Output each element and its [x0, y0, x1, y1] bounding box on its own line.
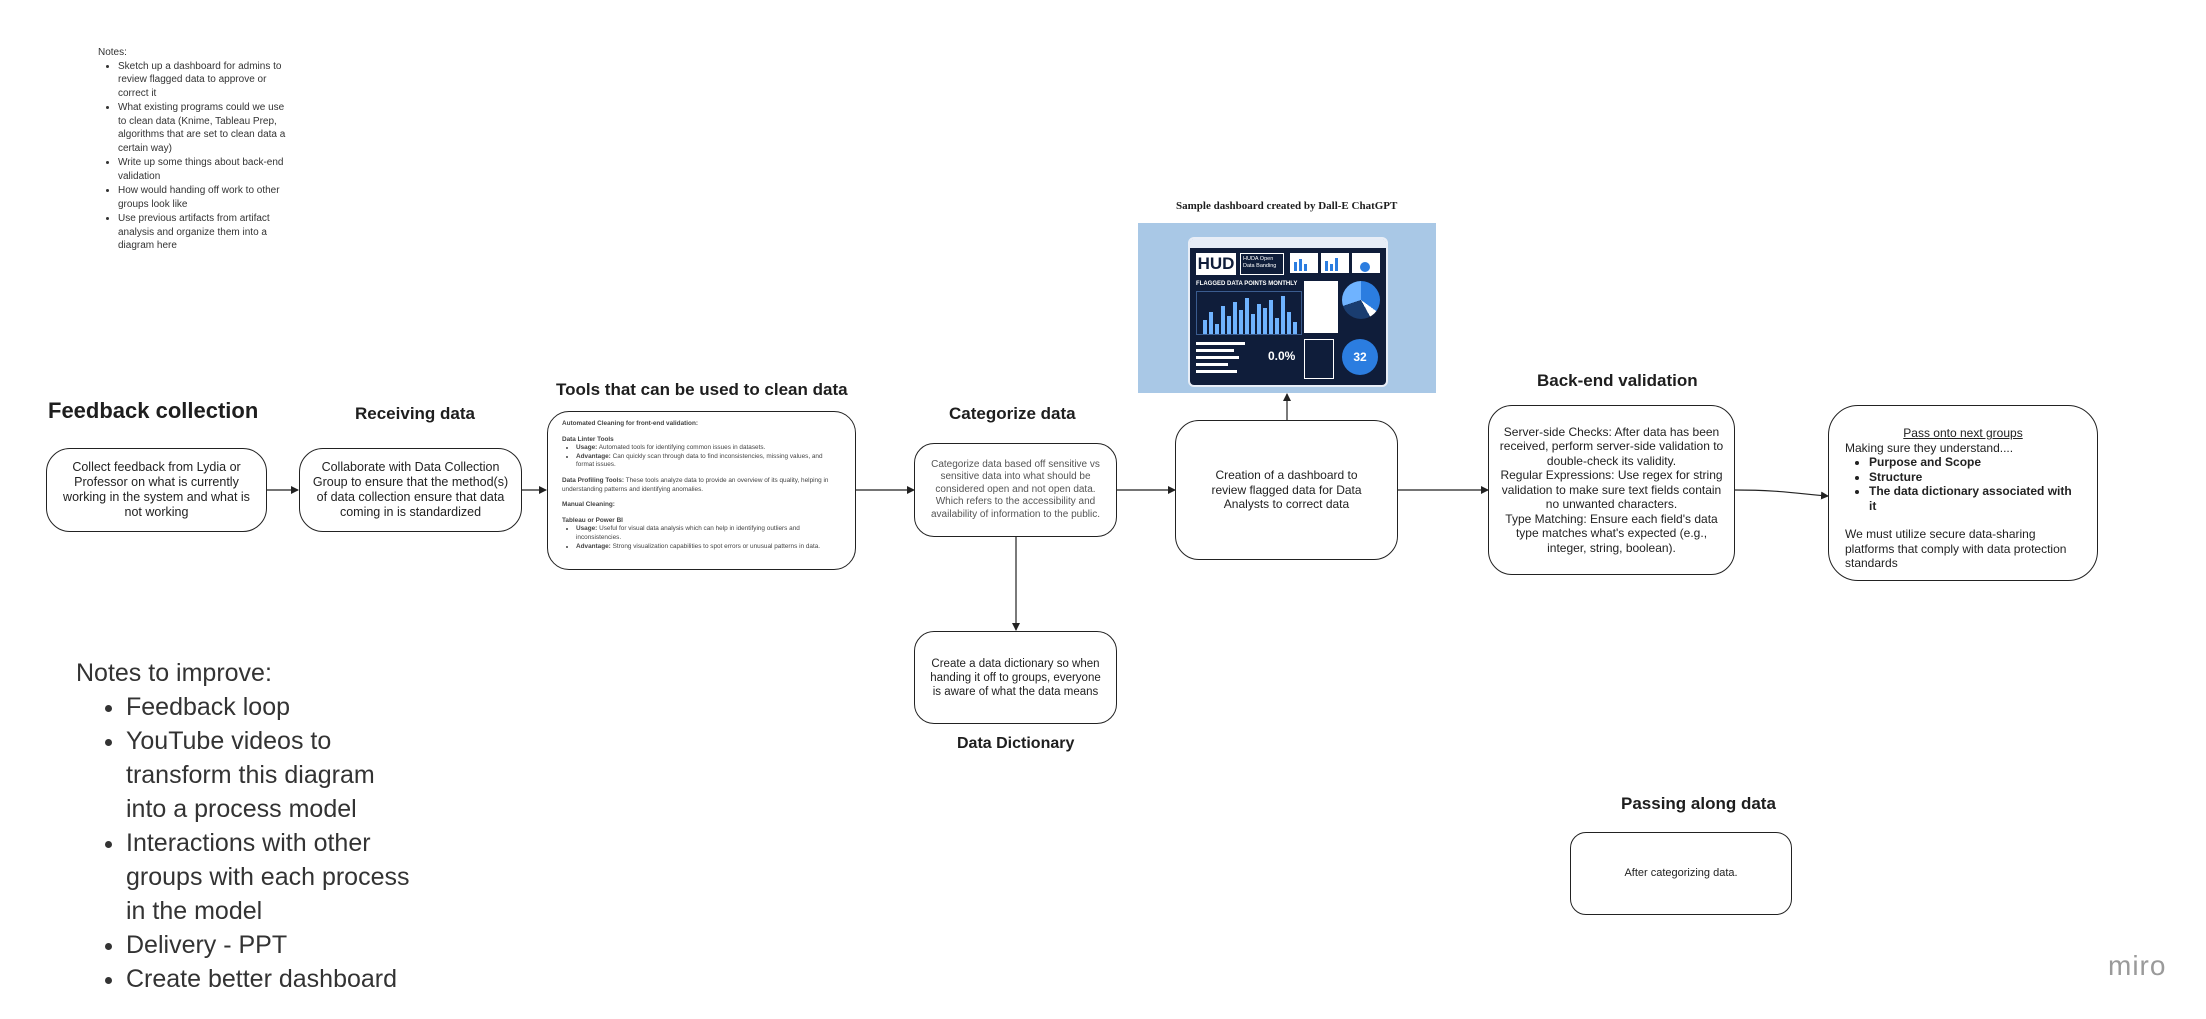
tools-intro: Automated Cleaning for front-end validat…: [562, 420, 698, 427]
dashboard-panel: HUD HUDA Open Data Banding FLAGGED DATA …: [1188, 237, 1388, 387]
receiving-title: Receiving data: [355, 404, 475, 423]
list-item: Sketch up a dashboard for admins to revi…: [118, 60, 288, 101]
feedback-text: Collect feedback from Lydia or Professor…: [63, 460, 250, 519]
tools-title: Tools that can be used to clean data: [556, 380, 848, 399]
dashboard-progress-bars: [1196, 338, 1250, 378]
pass-box[interactable]: Pass onto next groups Making sure they u…: [1828, 405, 2098, 581]
list-item: Usage: Useful for visual data analysis w…: [576, 525, 841, 542]
passing-title: Passing along data: [1621, 794, 1776, 813]
miro-logo: miro: [2108, 950, 2167, 981]
list-item: Create better dashboard: [126, 962, 476, 996]
backend-title: Back-end validation: [1537, 371, 1698, 390]
list-item: Advantage: Strong visualization capabili…: [576, 543, 841, 552]
pass-heading: Pass onto next groups: [1903, 426, 2023, 440]
list-item: The data dictionary associated with it: [1869, 484, 2081, 513]
list-item: Interactions with other groups with each…: [126, 826, 416, 928]
tools-content: Automated Cleaning for front-end validat…: [562, 420, 841, 551]
tools-tableau-list: Usage: Useful for visual data analysis w…: [562, 525, 841, 551]
list-item: Use previous artifacts from artifact ana…: [118, 212, 288, 253]
arrow-backend-to-pass: [1734, 489, 1829, 500]
pass-list: Purpose and Scope Structure The data dic…: [1845, 455, 2081, 513]
dictionary-box[interactable]: Create a data dictionary so when handing…: [914, 631, 1117, 724]
dashboard-pie: [1342, 281, 1380, 319]
list-item: Advantage: Can quickly scan through data…: [576, 453, 841, 470]
backend-box[interactable]: Server-side Checks: After data has been …: [1488, 405, 1735, 575]
tools-linter-head: Data Linter Tools: [562, 435, 614, 443]
tools-tableau-head: Tableau or Power BI: [562, 516, 623, 524]
dashboard-chart-title: FLAGGED DATA POINTS MONTHLY: [1196, 281, 1298, 287]
receiving-box[interactable]: Collaborate with Data Collection Group t…: [299, 448, 522, 532]
feedback-box[interactable]: Collect feedback from Lydia or Professor…: [46, 448, 267, 532]
dashboard-logo: HUD: [1196, 253, 1236, 275]
categorize-text: Categorize data based off sensitive vs s…: [931, 458, 1100, 520]
dashboard-side-panel: [1304, 281, 1338, 333]
list-item: Usage: Automated tools for identifying c…: [576, 444, 841, 453]
list-item: What existing programs could we use to c…: [118, 101, 288, 155]
notes-top-heading: Notes:: [98, 47, 127, 58]
tools-box[interactable]: Automated Cleaning for front-end validat…: [547, 411, 856, 570]
tools-linter-list: Usage: Automated tools for identifying c…: [562, 444, 841, 470]
list-item: Write up some things about back-end vali…: [118, 156, 288, 183]
list-item: YouTube videos to transform this diagram…: [126, 724, 416, 826]
sample-dashboard-image: HUD HUDA Open Data Banding FLAGGED DATA …: [1138, 223, 1436, 393]
notes-top: Notes: Sketch up a dashboard for admins …: [98, 46, 288, 254]
notes-top-list: Sketch up a dashboard for admins to revi…: [98, 60, 288, 253]
list-item: Feedback loop: [126, 690, 476, 724]
feedback-title: Feedback collection: [48, 398, 259, 423]
categorize-box[interactable]: Categorize data based off sensitive vs s…: [914, 443, 1117, 537]
dictionary-text: Create a data dictionary so when handing…: [930, 657, 1101, 698]
pass-intro: Making sure they understand....: [1845, 440, 2014, 455]
passing-box[interactable]: After categorizing data.: [1570, 832, 1792, 915]
notes-bottom: Notes to improve: Feedback loop YouTube …: [76, 656, 476, 996]
dictionary-title: Data Dictionary: [957, 735, 1075, 752]
dashboard-text: Creation of a dashboard to review flagge…: [1211, 468, 1362, 512]
sample-caption: Sample dashboard created by Dall-E ChatG…: [1176, 200, 1398, 212]
receiving-text: Collaborate with Data Collection Group t…: [312, 460, 509, 519]
dashboard-bar-chart: [1196, 291, 1302, 335]
passing-text: After categorizing data.: [1624, 867, 1738, 879]
dashboard-stat-grid: [1304, 339, 1334, 379]
pass-footer: We must utilize secure data-sharing plat…: [1845, 527, 2067, 570]
backend-text: Server-side Checks: After data has been …: [1499, 424, 1724, 555]
notes-bottom-heading: Notes to improve:: [76, 659, 272, 687]
tools-profiling: Data Profiling Tools: These tools analyz…: [562, 476, 829, 493]
dashboard-mini-cards: [1290, 253, 1382, 273]
list-item: Delivery - PPT: [126, 928, 476, 962]
dashboard-stat-2: 32: [1342, 339, 1378, 375]
dashboard-stat-1: 0.0%: [1268, 349, 1296, 363]
list-item: Structure: [1869, 470, 2081, 485]
list-item: Purpose and Scope: [1869, 455, 2081, 470]
categorize-title: Categorize data: [949, 404, 1076, 423]
dashboard-box[interactable]: Creation of a dashboard to review flagge…: [1175, 420, 1398, 560]
tools-manual: Manual Cleaning:: [562, 501, 615, 509]
list-item: How would handing off work to other grou…: [118, 184, 288, 211]
notes-bottom-list: Feedback loop YouTube videos to transfor…: [76, 690, 476, 996]
dashboard-subtitle: HUDA Open Data Banding: [1240, 253, 1284, 275]
